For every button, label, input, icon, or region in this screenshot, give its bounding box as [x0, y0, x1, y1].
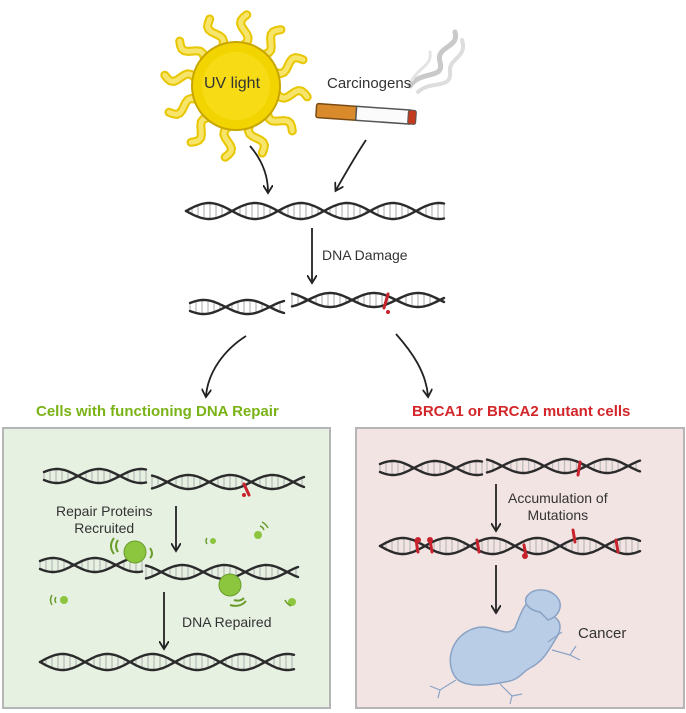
- sun-ray: [264, 108, 295, 134]
- dna-helix: [485, 457, 642, 475]
- dna-helix: [38, 652, 296, 672]
- damage-mark: [242, 482, 251, 497]
- damage-mark: [382, 292, 390, 314]
- damage-mark: [414, 537, 421, 554]
- sun-icon: [160, 10, 312, 162]
- dna-helix: [290, 291, 446, 309]
- sun-ray: [221, 123, 234, 160]
- arrow-to-repair: [206, 335, 247, 396]
- damage-mark: [614, 538, 620, 554]
- damage-mark: [475, 538, 481, 554]
- sun-ray: [205, 16, 227, 52]
- arrow-uv-to-dna: [249, 145, 268, 192]
- accumulation-line-2: Mutations: [527, 507, 589, 523]
- cancer-label: Cancer: [578, 625, 627, 642]
- dna-helix: [38, 556, 144, 574]
- dna-helix: [378, 459, 484, 477]
- sun-ray: [270, 55, 306, 77]
- recruited-line-1: Repair Proteins: [56, 503, 153, 519]
- uv-light-label: UV light: [204, 75, 261, 92]
- arrow-carcinogens-to-dna: [336, 139, 367, 190]
- arrow-to-mutant: [395, 333, 428, 396]
- mutant-panel-heading: BRCA1 or BRCA2 mutant cells: [412, 403, 631, 420]
- repair-protein-icon: [218, 573, 247, 607]
- damage-mark: [576, 460, 582, 477]
- sun-ray: [188, 114, 214, 145]
- damage-mark: [522, 543, 528, 559]
- carcinogens-label: Carcinogens: [327, 75, 412, 92]
- dna-damage-label: DNA Damage: [322, 247, 408, 263]
- sun-ray: [162, 71, 199, 84]
- repair-proteins-recruited-label: Repair Proteins Recruited: [56, 503, 153, 537]
- damage-mark: [427, 537, 434, 554]
- repair-panel-heading: Cells with functioning DNA Repair: [36, 403, 279, 420]
- dna-repaired-label: DNA Repaired: [182, 614, 272, 630]
- damage-mark: [571, 528, 577, 544]
- sun-ray: [177, 38, 208, 64]
- cancer-cell-icon: [429, 589, 581, 705]
- repair-protein-icon: [284, 598, 296, 607]
- recruited-line-2: Recruited: [74, 520, 135, 536]
- repair-protein-icon: [49, 594, 68, 606]
- repair-protein-icon: [254, 521, 269, 539]
- sun-ray: [245, 120, 267, 156]
- dna-helix: [150, 473, 306, 491]
- sun-ray: [238, 12, 251, 49]
- accumulation-of-mutations-label: Accumulation of Mutations: [508, 490, 608, 524]
- sun-ray: [166, 95, 202, 117]
- repair-protein-icon: [205, 537, 216, 545]
- dna-helix: [378, 536, 642, 556]
- repair-protein-icon: [110, 537, 153, 564]
- sun-ray: [273, 88, 310, 101]
- dna-helix: [184, 201, 446, 221]
- cigarette-icon: [315, 29, 466, 125]
- accumulation-line-1: Accumulation of: [508, 490, 608, 506]
- repair-protein-group: [49, 521, 296, 607]
- sun-ray: [258, 27, 284, 58]
- dna-helix: [42, 467, 148, 485]
- dna-helix: [188, 298, 286, 316]
